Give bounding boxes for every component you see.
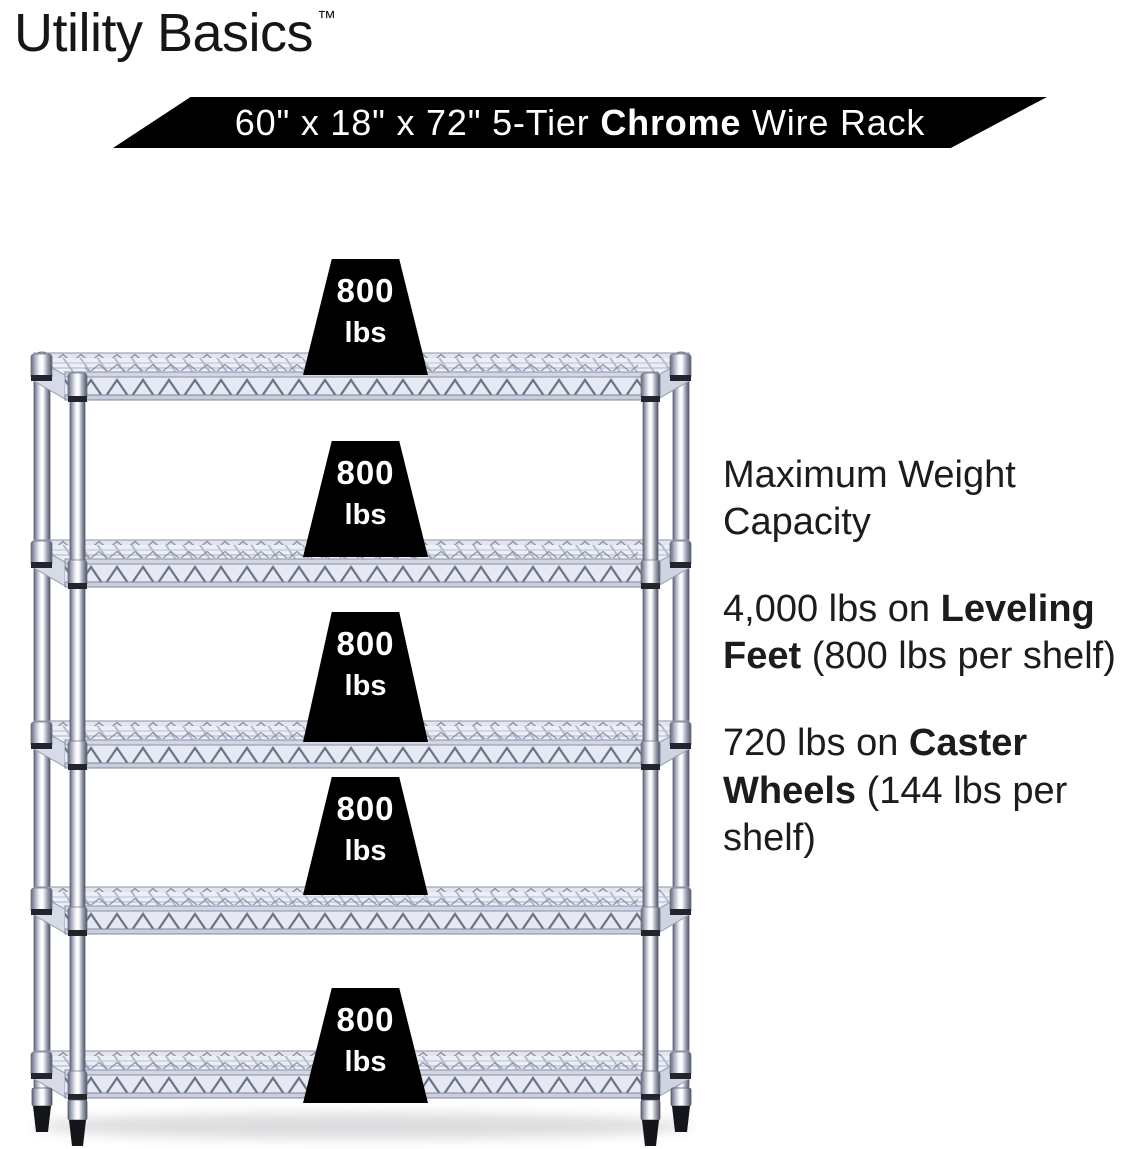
product-title-banner: 60" x 18" x 72" 5-Tier Chrome Wire Rack (113, 97, 1047, 148)
banner-segment-dimensions: 60" x 18" x 72" 5-Tier (234, 101, 601, 143)
weight-marker-tier-2: 800 lbs (303, 441, 428, 557)
weight-icon: 800 lbs (303, 259, 428, 375)
banner-segment-product: Wire Rack (741, 101, 926, 143)
spec-bold-text: Leveling Feet (723, 588, 1095, 678)
info-panel: Maximum Weight Capacity 4,000 lbs on Lev… (723, 452, 1123, 902)
weight-icon: 800 lbs (303, 612, 428, 742)
weight-unit: lbs (344, 499, 387, 531)
spec-text: 4,000 lbs on (723, 588, 941, 631)
weight-marker-tier-1: 800 lbs (303, 259, 428, 375)
weight-icon: 800 lbs (303, 441, 428, 557)
weight-value: 800 (336, 454, 395, 491)
info-heading: Maximum Weight Capacity (723, 454, 1016, 544)
weight-value: 800 (336, 790, 395, 827)
brand-name: Utility Basics (14, 3, 314, 63)
weight-icon: 800 lbs (303, 777, 428, 895)
weight-value: 800 (336, 625, 395, 662)
weight-marker-tier-3: 800 lbs (303, 612, 428, 742)
weight-marker-tier-5: 800 lbs (303, 988, 428, 1103)
weight-value: 800 (336, 1001, 395, 1038)
spec-text: (144 lbs per shelf) (723, 769, 1068, 859)
banner-text: 60" x 18" x 72" 5-Tier Chrome Wire Rack (235, 102, 925, 144)
spec-text: (800 lbs per shelf) (801, 635, 1116, 678)
spec-text: 720 lbs on (723, 722, 909, 765)
weight-icon: 800 lbs (303, 988, 428, 1103)
weight-value: 800 (336, 272, 395, 309)
spec-leveling-feet: 4,000 lbs on Leveling Feet (800 lbs per … (723, 586, 1123, 680)
weight-unit: lbs (344, 670, 387, 702)
banner-segment-finish: Chrome (600, 101, 742, 143)
spec-caster-wheels: 720 lbs on Caster Wheels (144 lbs per sh… (723, 720, 1123, 861)
spec-bold-text: Caster Wheels (723, 722, 1028, 812)
trademark-symbol: ™ (317, 8, 337, 29)
weight-unit: lbs (344, 835, 387, 867)
weight-marker-tier-4: 800 lbs (303, 777, 428, 895)
weight-unit: lbs (344, 1046, 387, 1078)
weight-unit: lbs (344, 317, 387, 349)
